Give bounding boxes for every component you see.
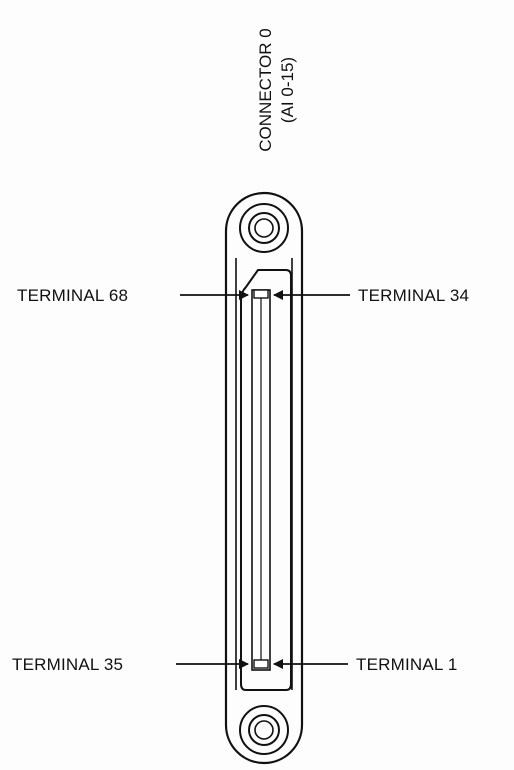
- label-terminal-1: TERMINAL 1: [356, 655, 458, 674]
- terminal-pad-bottom: [253, 659, 269, 669]
- terminal-pad-top: [253, 289, 269, 299]
- label-terminal-34: TERMINAL 34: [358, 286, 470, 305]
- connector-title-line2: (AI 0-15): [278, 56, 297, 124]
- connector-title-line1: CONNECTOR 0: [256, 28, 275, 152]
- label-terminal-35: TERMINAL 35: [12, 655, 124, 674]
- connector-title: CONNECTOR 0 (AI 0-15): [255, 0, 315, 180]
- bottom-mounting-screw: [239, 705, 289, 755]
- label-terminal-68: TERMINAL 68: [17, 286, 129, 305]
- connector-inner-outline: [235, 258, 293, 690]
- d-shell-receptacle: [240, 269, 292, 691]
- connector-outer-shell: [224, 191, 304, 765]
- top-mounting-screw: [239, 203, 289, 253]
